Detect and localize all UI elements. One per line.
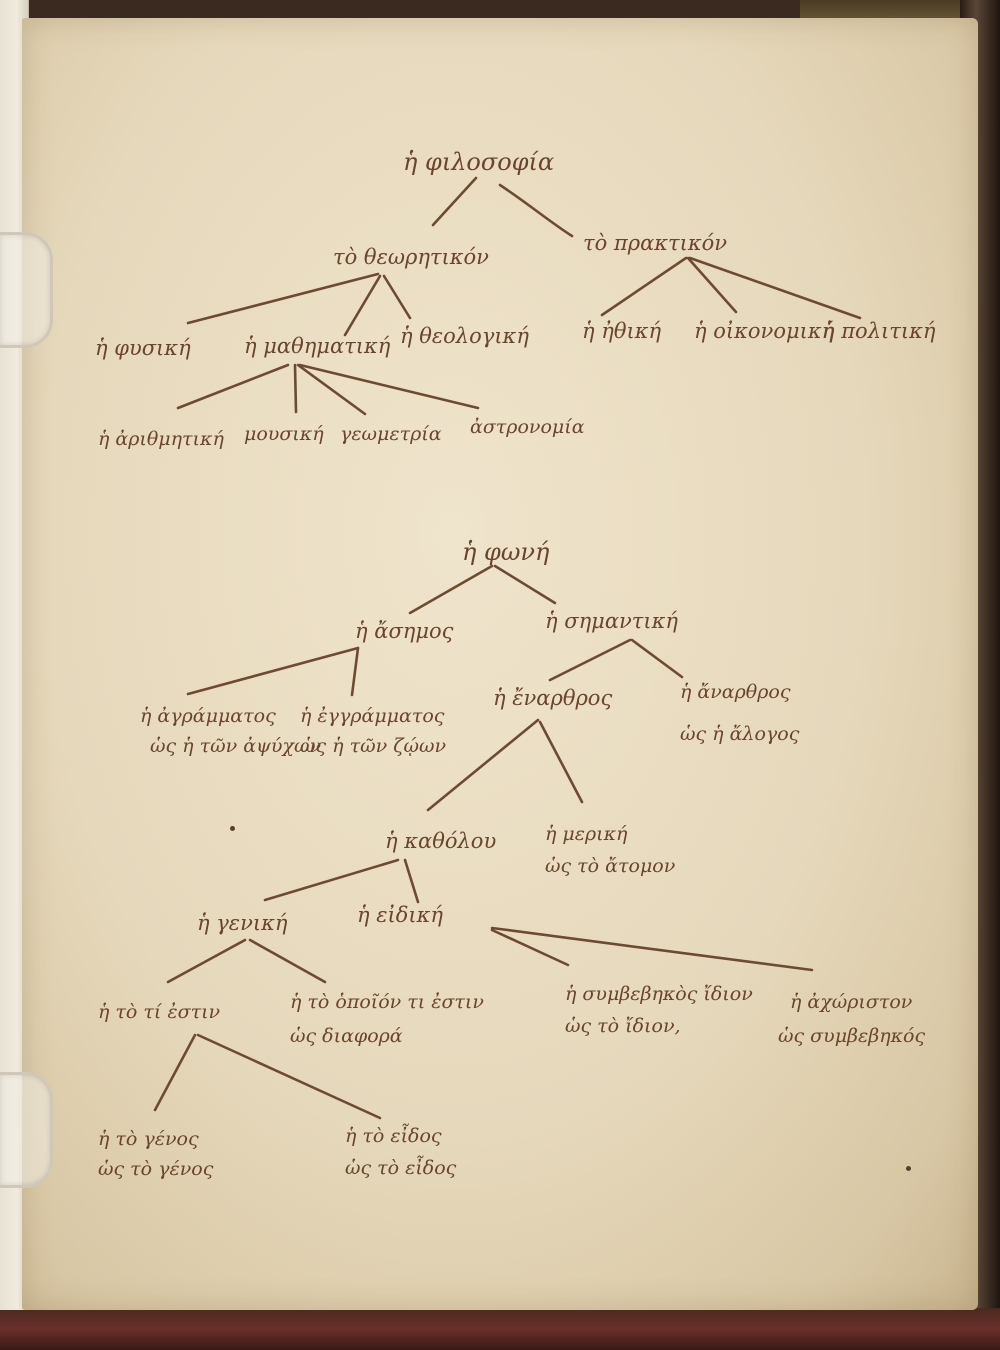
- edge-phone-semantike: [493, 564, 557, 605]
- edge-asemos-agrammatos: [186, 646, 360, 696]
- ink-spot: [906, 1166, 911, 1171]
- label-theoretikon: τὸ θεωρητικόν: [333, 245, 489, 269]
- label-genos-example: ὡς τὸ γένος: [98, 1158, 214, 1180]
- label-ethike: ἡ ἠθική: [582, 319, 661, 343]
- label-eidos: ἡ τὸ εἶδος: [345, 1123, 442, 1147]
- edge-genike-poion: [248, 938, 327, 984]
- edge-root-praktikon: [498, 183, 574, 238]
- label-phone: ἡ φωνή: [462, 538, 550, 566]
- label-eidos-example: ὡς τὸ εἶδος: [345, 1155, 457, 1179]
- label-theologike: ἡ θεολογική: [400, 324, 529, 348]
- edge-genike-ousiodes: [166, 938, 247, 984]
- edge-eidike-symbebekos: [490, 926, 814, 972]
- philosophy-tree: ἡ φιλοσοφία τὸ θεωρητικόν τὸ πρακτικόν ἡ…: [95, 148, 936, 450]
- label-arithmetike: ἡ ἀριθμητική: [98, 428, 224, 450]
- manuscript-page: [22, 18, 978, 1310]
- edge-phone-asemos: [408, 564, 494, 615]
- binding-clip-top: [0, 232, 53, 348]
- edge-theoretikon-mathematike: [343, 274, 382, 337]
- label-poion: ἡ τὸ ὁποῖόν τι ἐστιν: [290, 991, 484, 1013]
- label-physike: ἡ φυσική: [95, 336, 191, 360]
- label-politike: ἡ πολιτική: [822, 319, 936, 343]
- edge-praktikon-oikonomike: [686, 256, 738, 314]
- binding-clip-bottom: [0, 1072, 53, 1188]
- edge-asemos-engrammatos: [350, 646, 360, 697]
- label-engrammatos: ἡ ἐγγράμματος: [300, 705, 445, 727]
- edge-katholou-eidike: [403, 858, 420, 904]
- edge-root-theoretikon: [431, 176, 478, 227]
- label-genos: ἡ τὸ γένος: [98, 1128, 199, 1150]
- label-enarthros: ἡ ἔναρθρος: [493, 686, 612, 710]
- label-semantike: ἡ σημαντική: [545, 609, 678, 633]
- label-anarthros-example: ὡς ἡ ἄλογος: [680, 723, 800, 745]
- label-symbebekos: ἡ ἀχώριστον: [790, 991, 913, 1013]
- label-eidike: ἡ εἰδική: [357, 903, 443, 927]
- label-mathematike: ἡ μαθηματική: [244, 334, 391, 358]
- label-praktikon: τὸ πρακτικόν: [583, 231, 727, 255]
- edge-praktikon-ethike: [600, 256, 688, 317]
- label-anarthros: ἡ ἄναρθρος: [680, 681, 791, 703]
- label-idion: ἡ συμβεβηκὸς ἴδιον: [565, 983, 753, 1005]
- label-engrammatos-example: ὡς ἡ τῶν ζῴων: [300, 735, 446, 757]
- label-poion-example: ὡς διαφορά: [290, 1025, 403, 1047]
- label-mousike: μουσική: [244, 423, 324, 445]
- edge-mathematike-mousike: [293, 363, 298, 414]
- edge-katholou-genike: [263, 858, 400, 902]
- edge-enarthros-katholou: [426, 718, 540, 812]
- label-symbebekos-example: ὡς συμβεβηκός: [778, 1025, 925, 1047]
- label-idion-example: ὡς τὸ ἴδιον,: [565, 1015, 681, 1037]
- edge-semantike-enarthros: [548, 638, 632, 682]
- label-agrammatos: ἡ ἀγράμματος: [140, 705, 276, 727]
- edge-ousiodes-eidos: [196, 1033, 382, 1120]
- ink-spot: [230, 826, 235, 831]
- edge-praktikon-politike: [688, 256, 862, 320]
- label-katholou: ἡ καθόλου: [385, 829, 496, 853]
- label-philosophia: ἡ φιλοσοφία: [403, 148, 554, 176]
- edge-semantike-anarthros: [630, 638, 684, 679]
- label-astronomia: ἀστρονομία: [470, 416, 585, 438]
- label-merike-example: ὡς τὸ ἄτομον: [545, 855, 676, 877]
- binding-bottom-edge: [0, 1308, 1000, 1350]
- label-genike: ἡ γενική: [197, 911, 288, 935]
- label-geometria: γεωμετρία: [340, 423, 442, 445]
- label-agrammatos-example: ὡς ἡ τῶν ἀψύχων: [150, 735, 321, 757]
- edge-theoretikon-physike: [186, 272, 380, 325]
- edge-mathematike-astronomia: [298, 363, 480, 410]
- label-oikonomike: ἡ οἰκονομική: [694, 319, 835, 343]
- edge-enarthros-merike: [538, 720, 584, 804]
- edge-eidike-idion: [490, 928, 570, 967]
- edge-mathematike-arithmetike: [176, 363, 290, 410]
- label-asemos: ἡ ἄσημος: [355, 619, 454, 643]
- label-merike: ἡ μερική: [545, 823, 628, 845]
- edge-ousiodes-genos: [153, 1033, 197, 1112]
- edge-theoretikon-theologike: [382, 274, 412, 320]
- label-ousiodes: ἡ τὸ τί ἐστιν: [98, 1001, 221, 1023]
- edge-mathematike-geometria: [296, 363, 367, 416]
- voice-tree: ἡ φωνή ἡ ἄσημος ἡ σημαντική ἡ ἀγράμματος…: [98, 538, 925, 1180]
